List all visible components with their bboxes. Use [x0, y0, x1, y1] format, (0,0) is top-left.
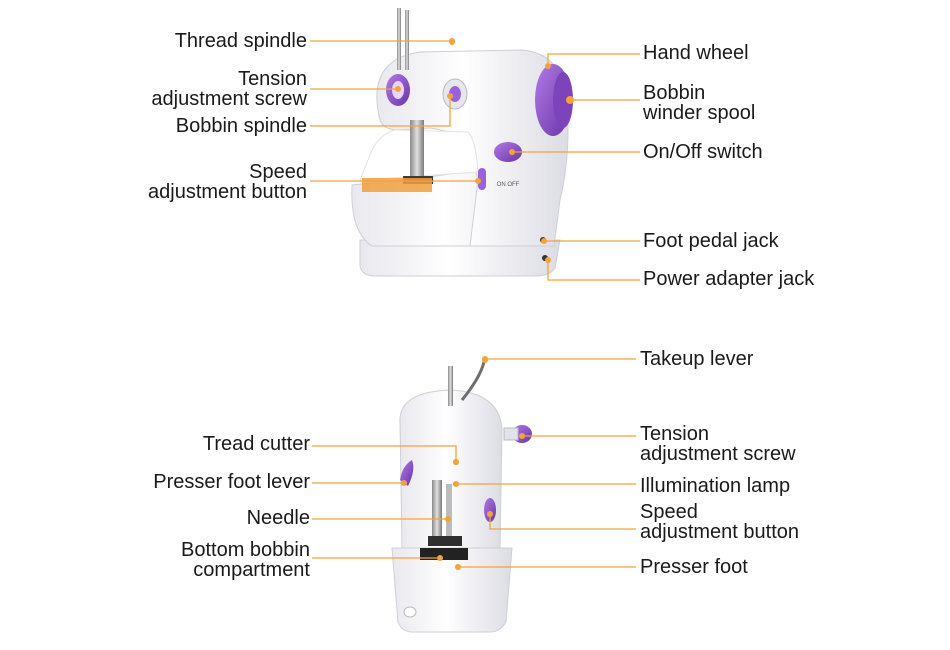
label-tension-adjustment-screw: Tension adjustment screw — [151, 69, 307, 109]
leader-bottom-bobbin-dot — [437, 555, 443, 561]
label-line-1: Speed — [249, 161, 307, 183]
leader-tread-cutter-dot — [453, 459, 459, 465]
leader-tension-screw-dot — [395, 86, 401, 92]
label-on-off-switch: On/Off switch — [643, 141, 763, 163]
label-thread-spindle: Thread spindle — [174, 30, 307, 52]
leader-power-adapter — [547, 260, 640, 281]
label-line-2: winder spool — [643, 102, 756, 124]
leader-tread-cutter — [312, 445, 457, 462]
leader-lines — [310, 40, 640, 568]
sewing-machine-front-view — [391, 357, 532, 633]
label-presser-foot-lever: Presser foot lever — [153, 471, 310, 493]
label-speed-adjustment-button: Speed adjustment button — [148, 162, 307, 202]
leader-endpoint-dots — [395, 38, 573, 570]
leader-takeup-lever-dot — [482, 356, 488, 362]
label-needle: Needle — [246, 507, 310, 529]
sewing-machine-side-view: ON OFF — [351, 8, 574, 277]
label-bottom-bobbin-compartment: Bottom bobbin compartment — [181, 540, 310, 580]
leader-presser-lever-dot — [401, 480, 407, 486]
leader-bobbin-winder-dot — [567, 97, 573, 103]
label-hand-wheel: Hand wheel — [643, 42, 749, 64]
leader-presser-foot-dot — [455, 564, 461, 570]
leader-bobbin-spindle-dot — [447, 93, 453, 99]
label-speed-adjustment-button-2: Speed adjustment button — [640, 502, 799, 542]
svg-text:ON OFF: ON OFF — [497, 182, 520, 188]
label-bobbin-winder-spool: Bobbin winder spool — [643, 83, 755, 123]
leader-hand-wheel-dot — [545, 63, 551, 69]
leader-thread-spindle-dot — [449, 38, 455, 44]
label-line-2: compartment — [193, 559, 310, 581]
label-bobbin-spindle: Bobbin spindle — [175, 115, 307, 137]
label-line-1: Tension — [238, 68, 307, 90]
label-line-1: Speed — [640, 501, 698, 523]
leader-needle-dot — [445, 516, 451, 522]
leader-hand-wheel — [547, 53, 640, 66]
label-line-2: adjustment button — [640, 521, 799, 543]
label-line-2: adjustment button — [148, 181, 307, 203]
label-presser-foot: Presser foot — [640, 556, 748, 578]
label-power-adapter-jack: Power adapter jack — [643, 268, 815, 290]
label-line-1: Bottom bobbin — [181, 539, 310, 561]
leader-bobbin-spindle — [310, 96, 451, 127]
label-tread-cutter: Tread cutter — [202, 433, 310, 455]
leader-power-adapter-dot — [545, 257, 551, 263]
label-tension-adjustment-screw-2: Tension adjustment screw — [640, 424, 796, 464]
leader-illumination-dot — [453, 481, 459, 487]
leader-speed-button-2-dot — [487, 511, 493, 517]
leader-tension-screw-2-dot — [519, 433, 525, 439]
leader-speed-button-2 — [489, 514, 636, 530]
label-line-1: Bobbin — [643, 82, 706, 104]
label-line-1: Tension — [640, 423, 709, 445]
label-line-2: adjustment screw — [640, 443, 796, 465]
label-illumination-lamp: Illumination lamp — [640, 475, 791, 497]
label-line-2: adjustment screw — [151, 88, 307, 110]
leader-speed-button-dot — [475, 178, 481, 184]
label-foot-pedal-jack: Foot pedal jack — [643, 230, 779, 252]
leader-on-off-dot — [509, 149, 515, 155]
leader-foot-pedal-dot — [541, 238, 547, 244]
label-takeup-lever: Takeup lever — [640, 348, 754, 370]
